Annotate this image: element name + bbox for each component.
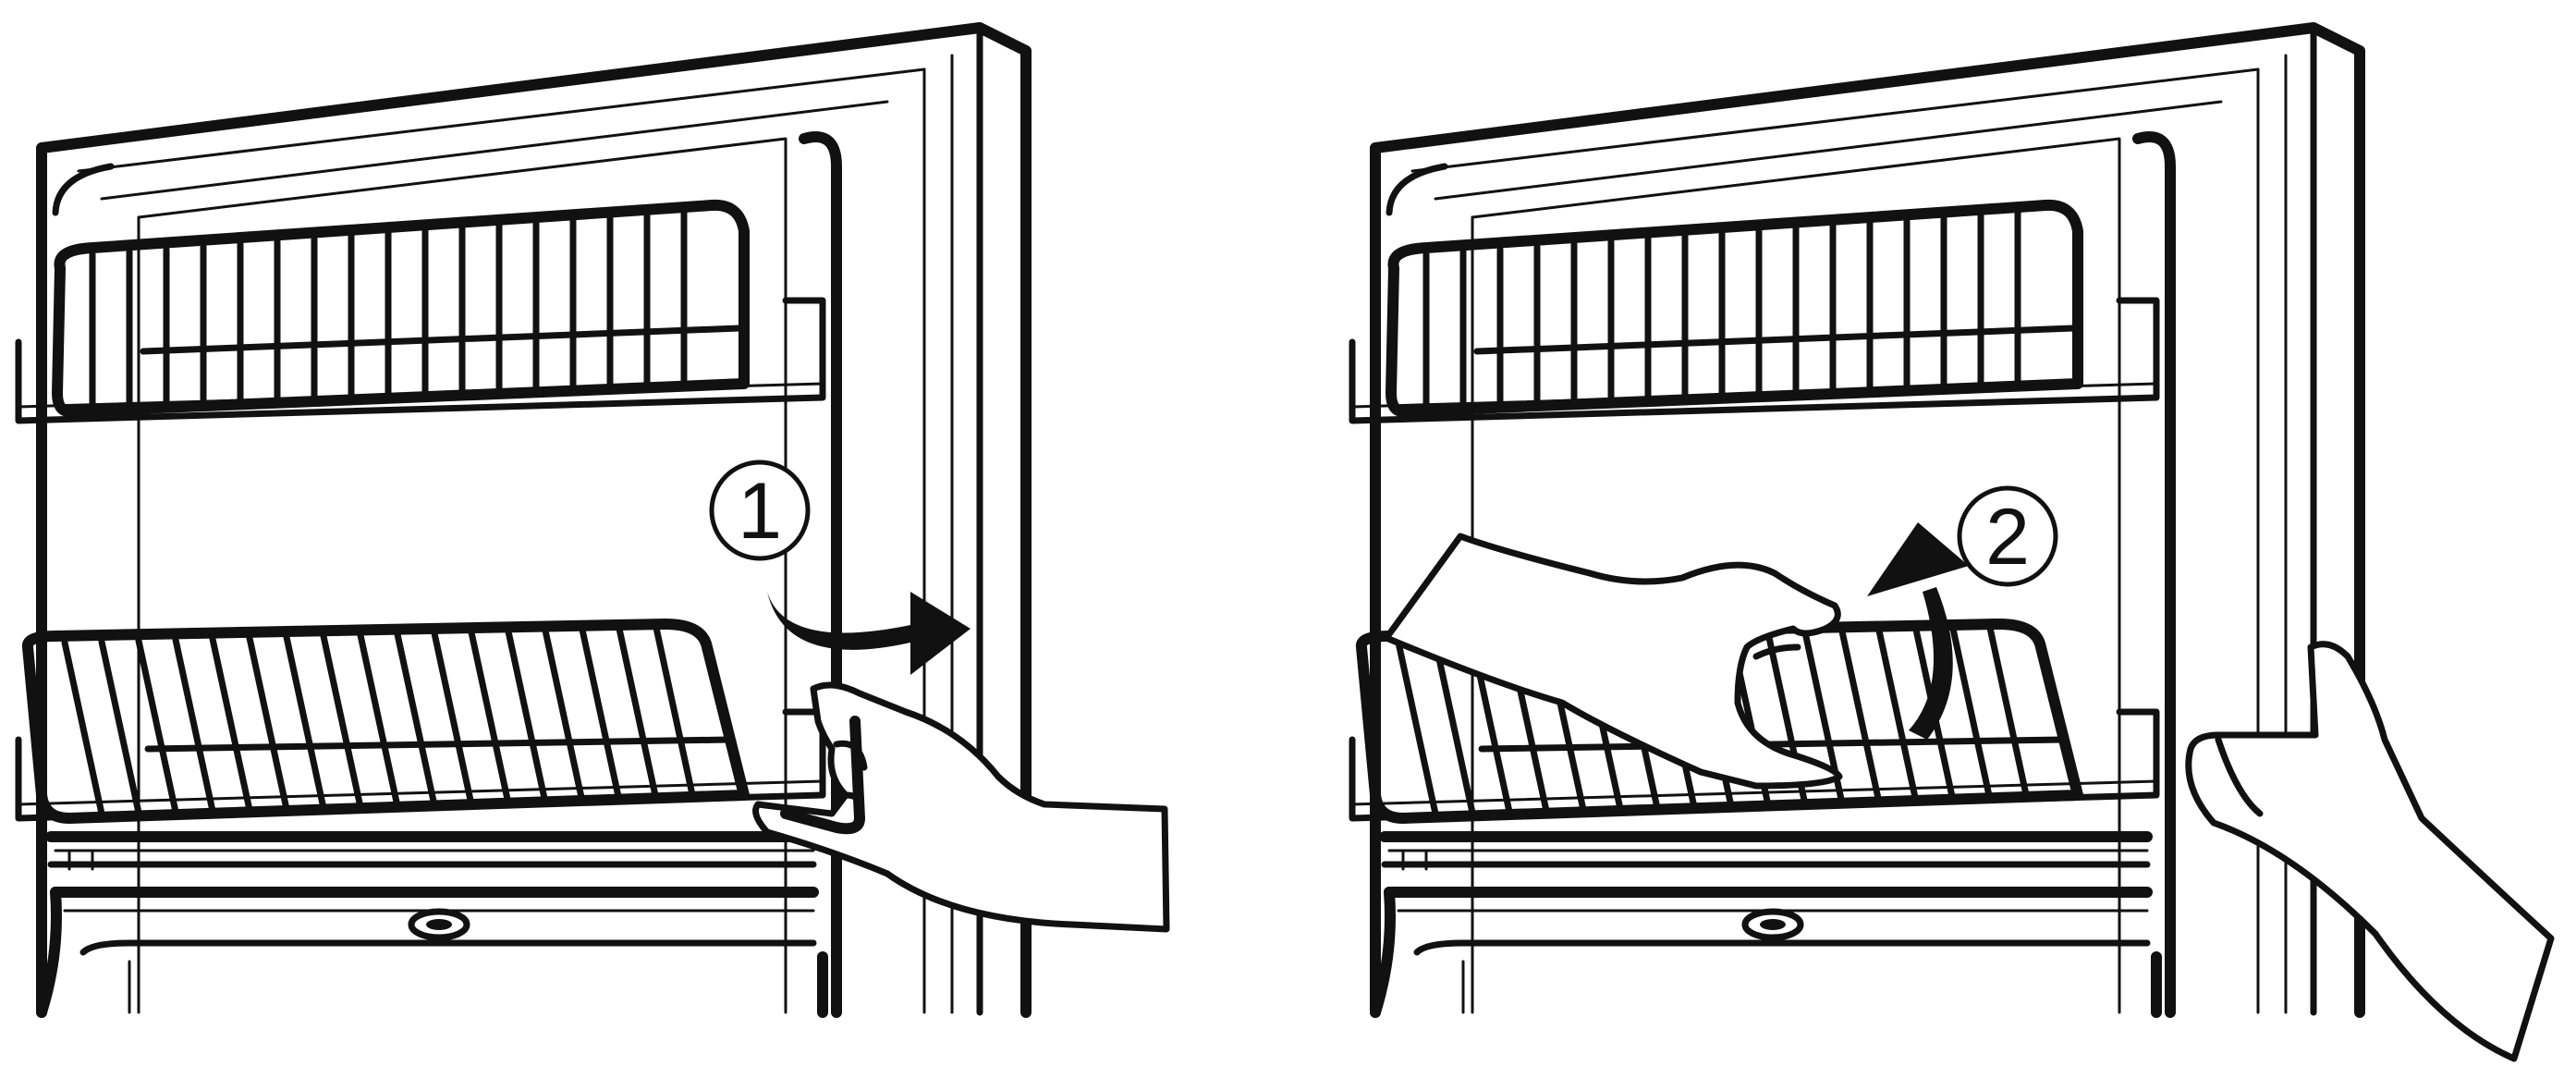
- step-2-label: 2: [1985, 493, 2030, 582]
- panel-step-1: 1: [18, 28, 1166, 1012]
- step-1-label: 1: [738, 467, 782, 556]
- step-1-marker: 1: [712, 462, 808, 558]
- pull-right-arrow-icon: [767, 592, 971, 675]
- panel-step-2: 2: [1352, 28, 2551, 1059]
- hand-right-icon: [2189, 644, 2551, 1059]
- step-2-marker: 2: [1959, 488, 2056, 584]
